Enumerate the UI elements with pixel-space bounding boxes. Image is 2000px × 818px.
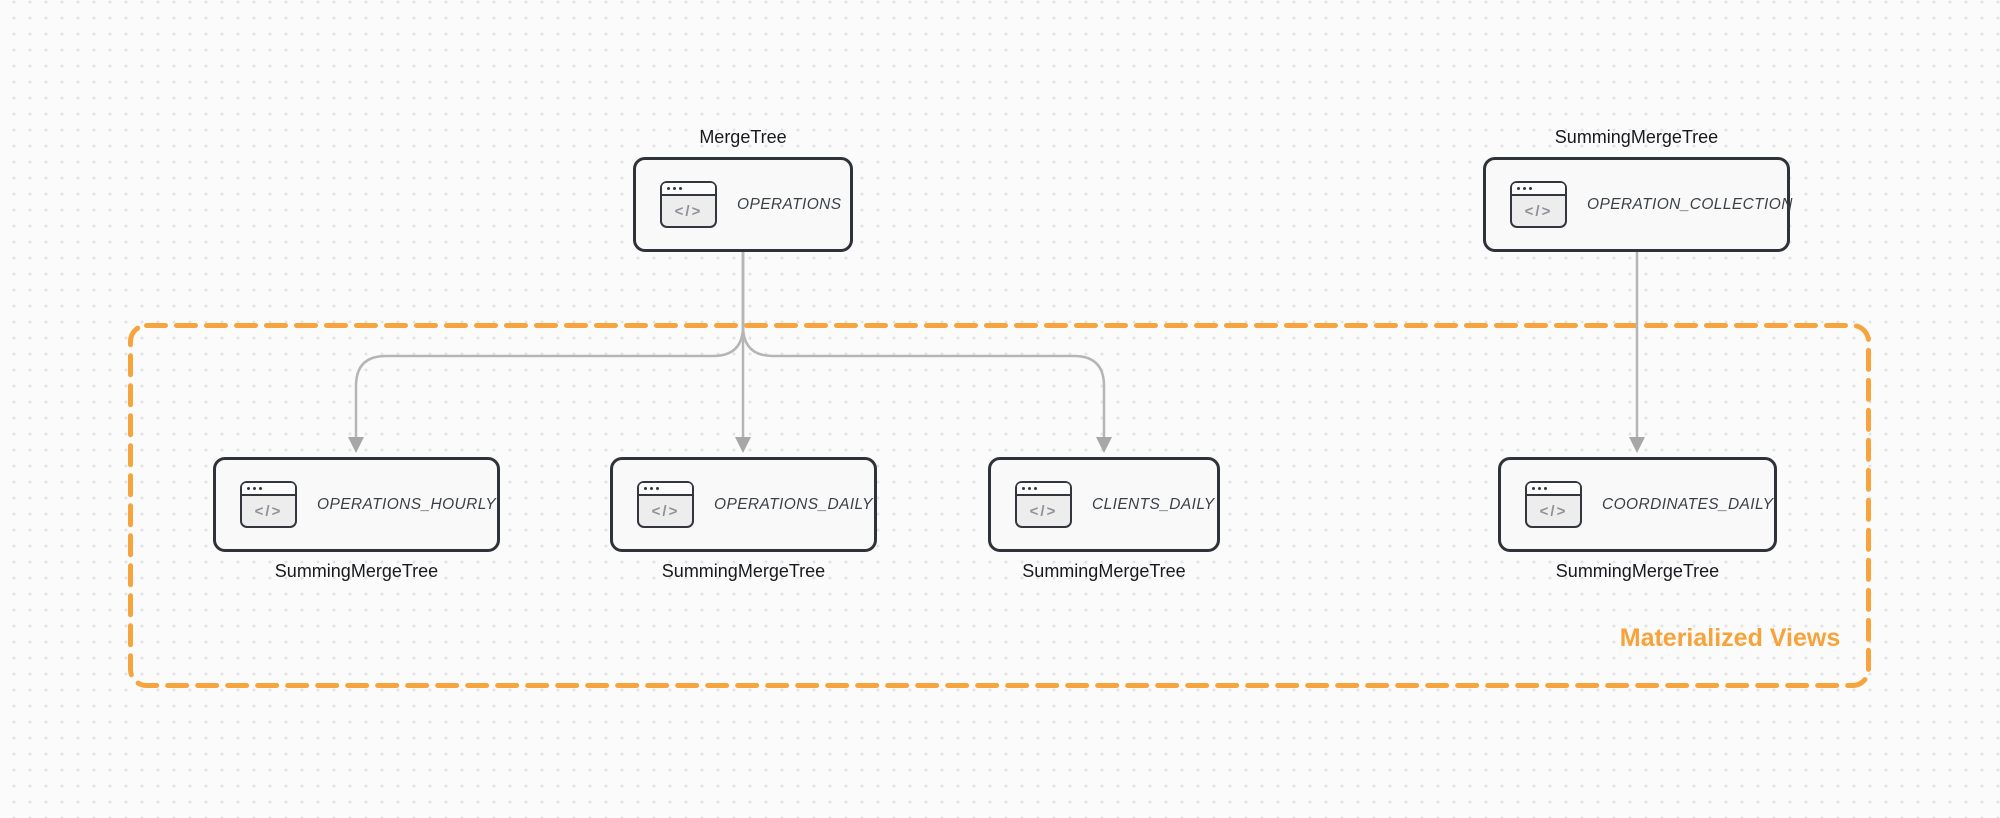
engine-label-summingmergetree: SummingMergeTree [1554, 127, 1719, 147]
materialized-views-label: Materialized Views [1619, 624, 1841, 652]
engine-label-summingmergetree: SummingMergeTree [274, 561, 439, 581]
window-header [242, 483, 295, 496]
materialized-views-group-border [128, 323, 1871, 688]
node-title: OPERATIONS_DAILY [714, 495, 873, 513]
node-title: OPERATIONS_HOURLY [317, 495, 497, 513]
engine-label-summingmergetree: SummingMergeTree [1022, 561, 1186, 581]
node-clients-daily: SummingMergeTree </> CLIENTS_DAILY [988, 457, 1220, 581]
code-window-icon: </> [1015, 481, 1072, 528]
code-window-icon: </> [1510, 181, 1567, 228]
code-icon: </> [674, 202, 703, 220]
window-dot-icon [1532, 487, 1535, 490]
window-body: </> [1527, 496, 1580, 526]
window-body: </> [662, 196, 715, 226]
window-body: </> [1017, 496, 1070, 526]
window-header [639, 483, 692, 496]
code-window-icon: </> [240, 481, 297, 528]
window-dot-icon [1022, 487, 1025, 490]
engine-label-summingmergetree: SummingMergeTree [661, 561, 826, 581]
window-dot-icon [1523, 187, 1526, 190]
window-body: </> [1512, 196, 1565, 226]
window-dot-icon [253, 487, 256, 490]
node-title: CLIENTS_DAILY [1092, 495, 1215, 513]
code-icon: </> [1029, 502, 1058, 520]
code-icon: </> [651, 502, 680, 520]
window-dot-icon [650, 487, 653, 490]
code-window-icon: </> [660, 181, 717, 228]
window-dot-icon [259, 487, 262, 490]
code-icon: </> [254, 502, 283, 520]
node-title: OPERATION_COLLECTION [1587, 195, 1793, 213]
window-dot-icon [1517, 187, 1520, 190]
edge-operations-to-operations-hourly [354, 252, 745, 440]
node-operation-collection: SummingMergeTree </> OPERATION_COLLECTIO… [1483, 127, 1793, 252]
code-icon: </> [1539, 502, 1568, 520]
edge-operations-to-clients-daily [741, 252, 1106, 440]
code-icon: </> [1524, 202, 1553, 220]
engine-label-mergetree: MergeTree [699, 127, 787, 147]
window-dot-icon [667, 187, 670, 190]
window-body: </> [639, 496, 692, 526]
window-dot-icon [1529, 187, 1532, 190]
arrowhead-icon [348, 437, 364, 453]
window-header [662, 183, 715, 196]
node-operations: MergeTree </> OPERATIONS [633, 127, 853, 252]
arrowhead-icon [1096, 437, 1112, 453]
window-body: </> [242, 496, 295, 526]
window-dot-icon [679, 187, 682, 190]
window-header [1527, 483, 1580, 496]
window-header [1017, 483, 1070, 496]
node-coordinates-daily: SummingMergeTree </> COORDINATES_DAILY [1498, 457, 1777, 581]
window-dot-icon [1034, 487, 1037, 490]
window-header [1512, 183, 1565, 196]
window-dot-icon [1544, 487, 1547, 490]
node-title: OPERATIONS [737, 195, 842, 213]
window-dot-icon [1538, 487, 1541, 490]
arrowhead-icon [735, 437, 751, 453]
window-dot-icon [247, 487, 250, 490]
code-window-icon: </> [1525, 481, 1582, 528]
code-window-icon: </> [637, 481, 694, 528]
window-dot-icon [673, 187, 676, 190]
window-dot-icon [644, 487, 647, 490]
window-dot-icon [1028, 487, 1031, 490]
node-operations-hourly: SummingMergeTree </> OPERATIONS_HOURLY [213, 457, 500, 581]
arrowhead-icon [1629, 437, 1645, 453]
engine-label-summingmergetree: SummingMergeTree [1555, 561, 1720, 581]
window-dot-icon [656, 487, 659, 490]
node-title: COORDINATES_DAILY [1602, 495, 1774, 513]
node-operations-daily: SummingMergeTree </> OPERATIONS_DAILY [610, 457, 877, 581]
